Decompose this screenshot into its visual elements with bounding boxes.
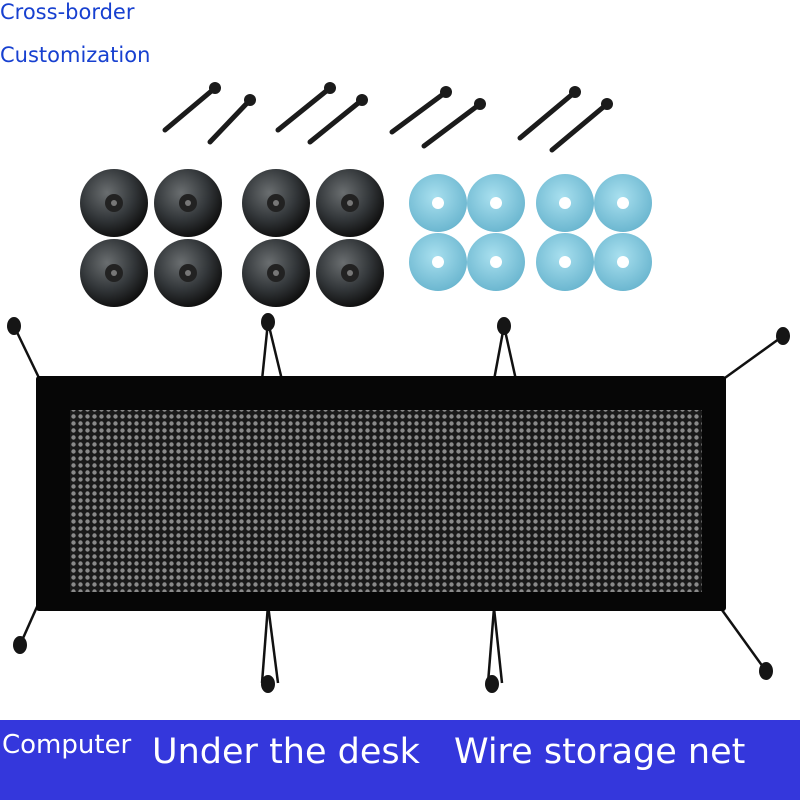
screws: [162, 82, 613, 153]
brand-label-line1: Cross-border: [0, 0, 135, 24]
banner-text-computer: Computer: [2, 730, 132, 760]
fastener-cap-icon: [242, 239, 310, 307]
fastener-cap-icon: [242, 169, 310, 237]
washer-icon: [594, 174, 652, 232]
product-photo: [7, 82, 790, 693]
fastener-cap-icon: [316, 239, 384, 307]
screw-icon: [275, 82, 336, 133]
fastener-cap-icon: [316, 169, 384, 237]
storage-net: [7, 313, 790, 693]
product-title-banner: Computer Under the desk Wire storage net: [0, 720, 800, 800]
screw-icon: [517, 86, 581, 141]
screw-icon: [549, 98, 613, 153]
washer-icon: [536, 233, 594, 291]
washer-icon: [409, 174, 467, 232]
washer-icon: [536, 174, 594, 232]
washers: [409, 174, 652, 291]
banner-text-wire-storage: Wire storage net: [454, 732, 746, 772]
mesh-panel: [70, 410, 702, 592]
fastener-cap-icon: [154, 239, 222, 307]
washer-icon: [594, 233, 652, 291]
screw-icon: [162, 82, 221, 133]
washer-icon: [467, 233, 525, 291]
screw-icon: [421, 98, 486, 149]
screw-icon: [207, 94, 256, 145]
cord-stoppers: [7, 313, 790, 693]
banner-text-under-desk: Under the desk: [152, 732, 420, 772]
fastener-cap-icon: [80, 169, 148, 237]
washer-icon: [467, 174, 525, 232]
washer-icon: [409, 233, 467, 291]
fasteners: [80, 169, 384, 307]
elastic-cords: [12, 321, 784, 684]
screw-icon: [307, 94, 368, 145]
brand-label-line2: Customization: [0, 43, 151, 67]
screw-icon: [389, 86, 452, 135]
fastener-cap-icon: [80, 239, 148, 307]
fastener-cap-icon: [154, 169, 222, 237]
